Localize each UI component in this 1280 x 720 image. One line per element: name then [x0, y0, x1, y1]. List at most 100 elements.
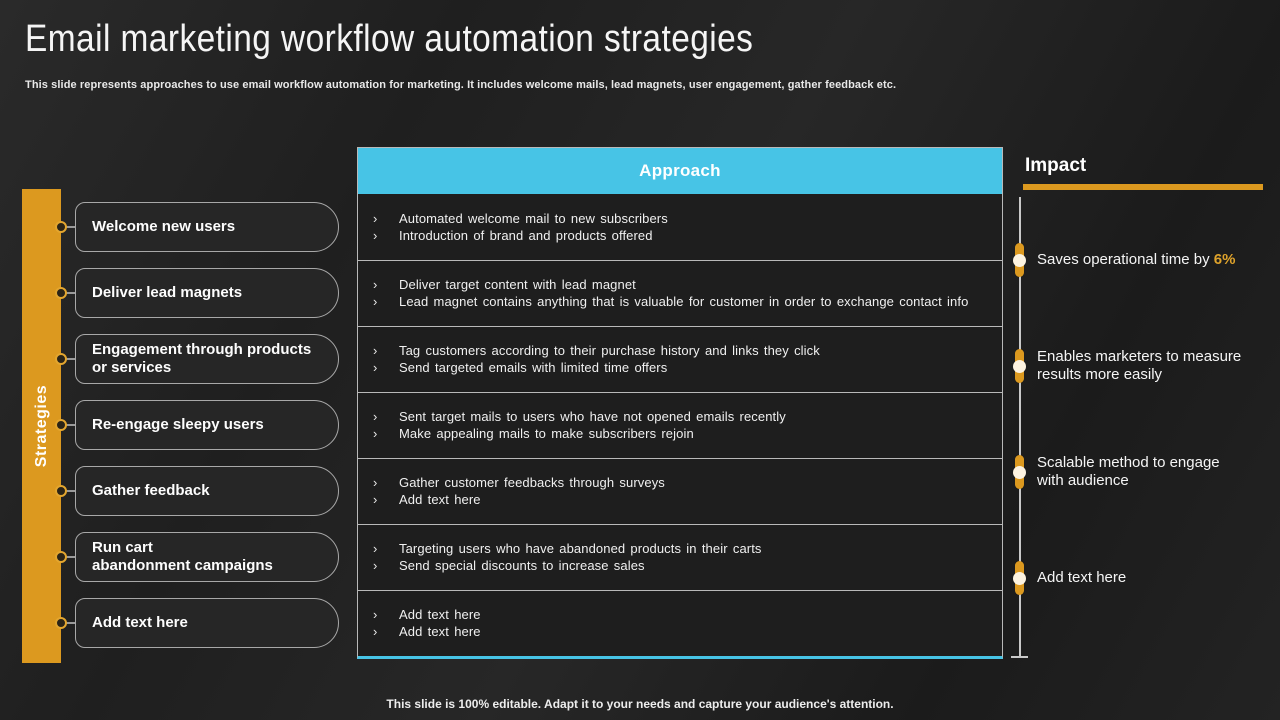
bullet-text: Send special discounts to increase sales [399, 558, 645, 573]
strategy-pill-label: Run cart abandonment campaigns [92, 539, 273, 574]
bullet-text: Send targeted emails with limited time o… [399, 360, 668, 375]
page-title: Email marketing workflow automation stra… [25, 18, 754, 60]
impact-item-text: Add text here [1037, 569, 1127, 586]
bullet-text: Introduction of brand and products offer… [399, 227, 653, 243]
impact-marker-dot-icon [1013, 359, 1026, 373]
approach-row: › Tag customers according to their purch… [358, 326, 1002, 392]
bullet-line: › Add text here [373, 492, 1002, 508]
impact-item: Add text here [1037, 569, 1269, 587]
strategy-pill[interactable]: Run cart abandonment campaigns [75, 532, 339, 582]
connector-line [65, 358, 75, 360]
impact-item-text: Enables marketers to measure results mor… [1037, 348, 1242, 383]
impact-marker-dot-icon [1013, 571, 1026, 585]
impact-item: Enables marketers to measure results mor… [1037, 348, 1269, 384]
impact-item-text: Saves operational time by [1037, 251, 1214, 268]
approach-row: › Sent target mails to users who have no… [358, 392, 1002, 458]
connector-line [65, 292, 75, 294]
connector-dot-icon [55, 221, 67, 233]
strategies-bar-label: Strategies [32, 384, 50, 468]
impact-item: Scalable method to engage with audience [1037, 454, 1269, 490]
impact-timeline-end-tick [1011, 656, 1028, 658]
bullet-text: Targeting users who have abandoned produ… [399, 541, 762, 556]
strategy-pill-label: Engagement through products or services [92, 341, 312, 376]
approach-rows: › Automated welcome mail to new subscrib… [358, 194, 1002, 656]
chevron-bullet-icon: › [373, 624, 378, 639]
strategy-pill-label: Deliver lead magnets [92, 284, 243, 301]
impact-item: Saves operational time by 6% [1037, 251, 1269, 269]
impact-header-underline [1023, 184, 1263, 190]
strategy-pill-label: Gather feedback [92, 482, 210, 499]
strategy-pill[interactable]: Welcome new users [75, 202, 339, 252]
connector-dot-icon [55, 485, 67, 497]
bullet-line: › Lead magnet contains anything that is … [373, 294, 1002, 310]
bullet-line: › Sent target mails to users who have no… [373, 409, 1002, 425]
strategy-pill-label: Welcome new users [92, 218, 236, 235]
chevron-bullet-icon: › [373, 558, 378, 573]
connector-dot-icon [55, 353, 67, 365]
bullet-line: › Tag customers according to their purch… [373, 343, 1002, 359]
chevron-bullet-icon: › [373, 607, 378, 622]
bullet-line: › Send targeted emails with limited time… [373, 360, 1002, 376]
bullet-line: › Targeting users who have abandoned pro… [373, 541, 1002, 557]
bullet-text: Gather customer feedbacks through survey… [399, 475, 665, 490]
chevron-bullet-icon: › [373, 294, 378, 309]
bullet-text: Deliver target content with lead magnet [399, 277, 636, 292]
bullet-text: Tag customers according to their purchas… [399, 343, 820, 358]
connector-line [65, 424, 75, 426]
approach-row: › Gather customer feedbacks through surv… [358, 458, 1002, 524]
footer-note: This slide is 100% editable. Adapt it to… [386, 697, 894, 711]
approach-header-label: Approach [639, 161, 721, 180]
strategies-bar: Strategies [22, 189, 61, 663]
page-subtitle: This slide represents approaches to use … [25, 79, 897, 91]
strategy-pill[interactable]: Re-engage sleepy users [75, 400, 339, 450]
connector-dot-icon [55, 617, 67, 629]
impact-item-text: Scalable method to engage with audience [1037, 454, 1220, 489]
chevron-bullet-icon: › [373, 426, 378, 441]
chevron-bullet-icon: › [373, 492, 378, 507]
bullet-text: Sent target mails to users who have not … [399, 409, 786, 424]
connector-line [65, 622, 75, 624]
chevron-bullet-icon: › [373, 475, 378, 490]
bullet-line: › Deliver target content with lead magne… [373, 277, 1002, 293]
strategy-pill[interactable]: Gather feedback [75, 466, 339, 516]
approach-table-header: Approach [358, 148, 1002, 194]
approach-row: › Deliver target content with lead magne… [358, 260, 1002, 326]
connector-line [65, 490, 75, 492]
bullet-text: Add text here [399, 492, 481, 507]
impact-header: Impact [1025, 155, 1087, 176]
connector-line [65, 556, 75, 558]
connector-dot-icon [55, 419, 67, 431]
strategy-pill[interactable]: Deliver lead magnets [75, 268, 339, 318]
bullet-line: › Make appealing mails to make subscribe… [373, 426, 1002, 442]
chevron-bullet-icon: › [373, 343, 378, 358]
bullet-line: › Add text here [373, 607, 1002, 623]
connector-dot-icon [55, 551, 67, 563]
bullet-line: › Automated welcome mail to new subscrib… [373, 211, 1002, 227]
bullet-line: › Send special discounts to increase sal… [373, 558, 1002, 574]
strategy-pill[interactable]: Add text here [75, 598, 339, 648]
bullet-line: › Add text here [373, 624, 1002, 640]
bullet-text: Add text here [399, 607, 481, 622]
approach-row: › Automated welcome mail to new subscrib… [358, 194, 1002, 260]
chevron-bullet-icon: › [373, 541, 378, 556]
approach-row: › Add text here › Add text here [358, 590, 1002, 656]
connector-dot-icon [55, 287, 67, 299]
bullet-text: Lead magnet contains anything that is va… [399, 294, 969, 309]
impact-timeline [1019, 197, 1021, 657]
approach-table: Approach › Automated welcome mail to new… [357, 147, 1003, 659]
strategy-pill-label: Add text here [92, 614, 188, 631]
chevron-bullet-icon: › [373, 360, 378, 375]
strategy-pill[interactable]: Engagement through products or services [75, 334, 339, 384]
bullet-line: › Introduction of brand and products off… [373, 228, 1002, 244]
bullet-text: Add text here [399, 624, 481, 639]
approach-row: › Targeting users who have abandoned pro… [358, 524, 1002, 590]
bullet-text: Automated welcome mail to new subscriber… [399, 210, 668, 226]
chevron-bullet-icon: › [373, 277, 378, 292]
connector-line [65, 226, 75, 228]
impact-marker-dot-icon [1013, 465, 1026, 479]
chevron-bullet-icon: › [373, 409, 378, 424]
chevron-bullet-icon: › [373, 227, 378, 243]
strategy-pill-label: Re-engage sleepy users [92, 416, 264, 433]
impact-item-highlight: 6% [1213, 251, 1236, 268]
